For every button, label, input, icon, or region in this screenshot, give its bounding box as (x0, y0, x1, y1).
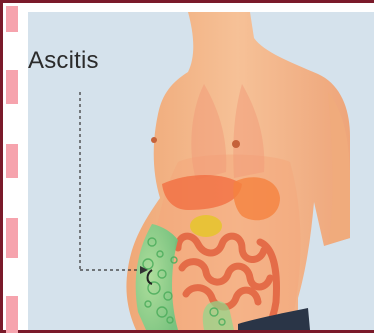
nipple-right (232, 140, 240, 148)
stripe (6, 296, 18, 333)
stripe (6, 144, 18, 178)
stripe (6, 70, 18, 104)
side-stripes (6, 6, 18, 333)
stripe (6, 218, 18, 258)
gallbladder (190, 215, 222, 237)
label-pointer (80, 92, 140, 270)
ascitis-label: Ascitis (28, 47, 99, 75)
stripe (6, 6, 18, 32)
nipple-left (151, 137, 157, 143)
